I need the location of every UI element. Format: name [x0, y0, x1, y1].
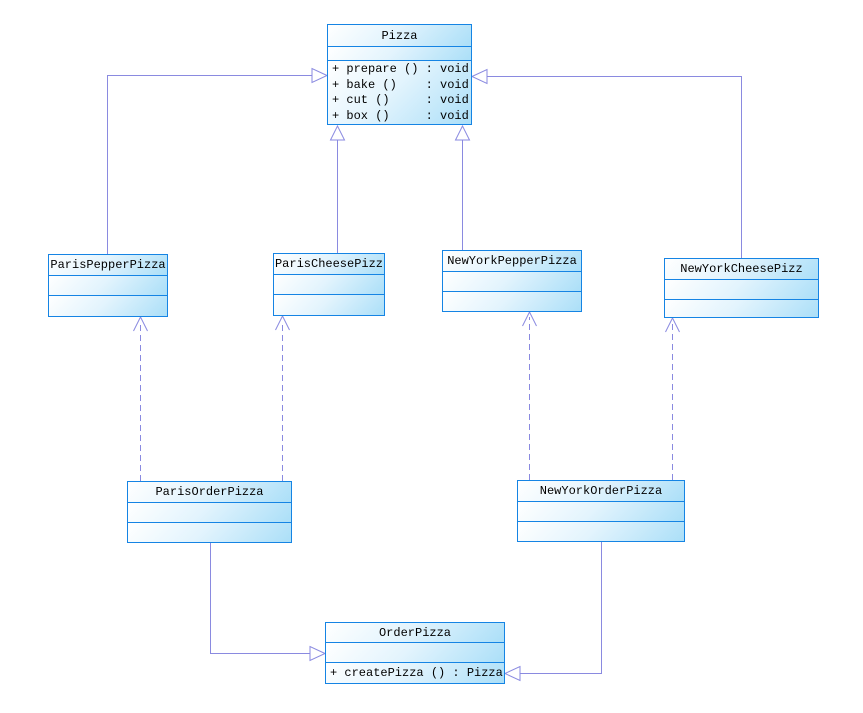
generalization-parischeesepizz-to-pizza[interactable]	[329, 124, 346, 253]
class-attributes	[274, 274, 384, 294]
method-box: + box () : void	[332, 108, 469, 123]
class-name: Pizza	[328, 25, 471, 46]
generalization-newyorkorderpizza-to-orderpizza[interactable]	[503, 542, 602, 682]
class-methods: + createPizza () : Pizza	[326, 662, 504, 683]
class-methods	[443, 291, 581, 311]
class-methods	[665, 299, 818, 317]
class-name: NewYorkOrderPizza	[518, 481, 684, 501]
class-methods: + prepare () : void + bake () : void + c…	[328, 60, 471, 124]
hollow-triangle-arrowhead	[309, 645, 327, 662]
dependency-parisorderpizza-to-parispepperpizza[interactable]	[133, 315, 148, 481]
method-createpizza: + createPizza () : Pizza	[330, 666, 503, 680]
open-arrowhead	[133, 315, 148, 332]
dependency-newyorkorderpizza-to-newyorkcheesepizz[interactable]	[665, 316, 680, 480]
hollow-triangle-arrowhead	[470, 68, 488, 85]
class-name: NewYorkPepperPizza	[443, 251, 581, 271]
open-arrowhead	[665, 316, 680, 333]
class-name: NewYorkCheesePizz	[665, 259, 818, 279]
class-box-parispepperpizza[interactable]: ParisPepperPizza	[48, 254, 168, 317]
generalization-parisorderpizza-to-orderpizza[interactable]	[210, 543, 327, 662]
class-methods	[49, 295, 167, 316]
class-box-pizza[interactable]: Pizza + prepare () : void + bake () : vo…	[327, 24, 472, 125]
open-arrowhead	[275, 314, 290, 331]
dependency-parisorderpizza-to-parischeesepizz[interactable]	[275, 314, 290, 481]
dependency-newyorkorderpizza-to-newyorkpepperpizza[interactable]	[522, 310, 537, 480]
class-box-newyorkorderpizza[interactable]: NewYorkOrderPizza	[517, 480, 685, 542]
hollow-triangle-arrowhead	[329, 124, 346, 141]
class-name: ParisOrderPizza	[128, 482, 291, 502]
generalization-parispepperpizza-to-pizza[interactable]	[107, 67, 329, 255]
class-box-parisorderpizza[interactable]: ParisOrderPizza	[127, 481, 292, 543]
generalization-newyorkpepperpizza-to-pizza[interactable]	[454, 124, 471, 250]
class-attributes	[328, 45, 471, 60]
hollow-triangle-arrowhead	[454, 124, 471, 141]
class-name: ParisCheesePizz	[274, 254, 384, 274]
hollow-triangle-arrowhead	[311, 67, 329, 84]
class-box-newyorkcheesepizz[interactable]: NewYorkCheesePizz	[664, 258, 819, 318]
class-name: OrderPizza	[326, 623, 504, 643]
generalization-newyorkcheesepizz-to-pizza[interactable]	[470, 68, 742, 259]
class-attributes	[443, 271, 581, 291]
hollow-triangle-arrowhead	[503, 665, 521, 682]
method-bake: + bake () : void	[332, 77, 469, 92]
open-arrowhead	[522, 310, 537, 327]
class-box-parischeesepizz[interactable]: ParisCheesePizz	[273, 253, 385, 316]
class-methods	[128, 522, 291, 542]
class-methods	[518, 521, 684, 541]
class-box-newyorkpepperpizza[interactable]: NewYorkPepperPizza	[442, 250, 582, 312]
class-attributes	[326, 642, 504, 662]
class-attributes	[128, 502, 291, 522]
class-attributes	[665, 279, 818, 299]
class-name: ParisPepperPizza	[49, 255, 167, 275]
class-attributes	[518, 501, 684, 521]
class-methods	[274, 294, 384, 315]
class-box-orderpizza[interactable]: OrderPizza + createPizza () : Pizza	[325, 622, 505, 684]
class-attributes	[49, 275, 167, 295]
method-cut: + cut () : void	[332, 93, 469, 107]
method-prepare: + prepare () : void	[332, 62, 469, 76]
